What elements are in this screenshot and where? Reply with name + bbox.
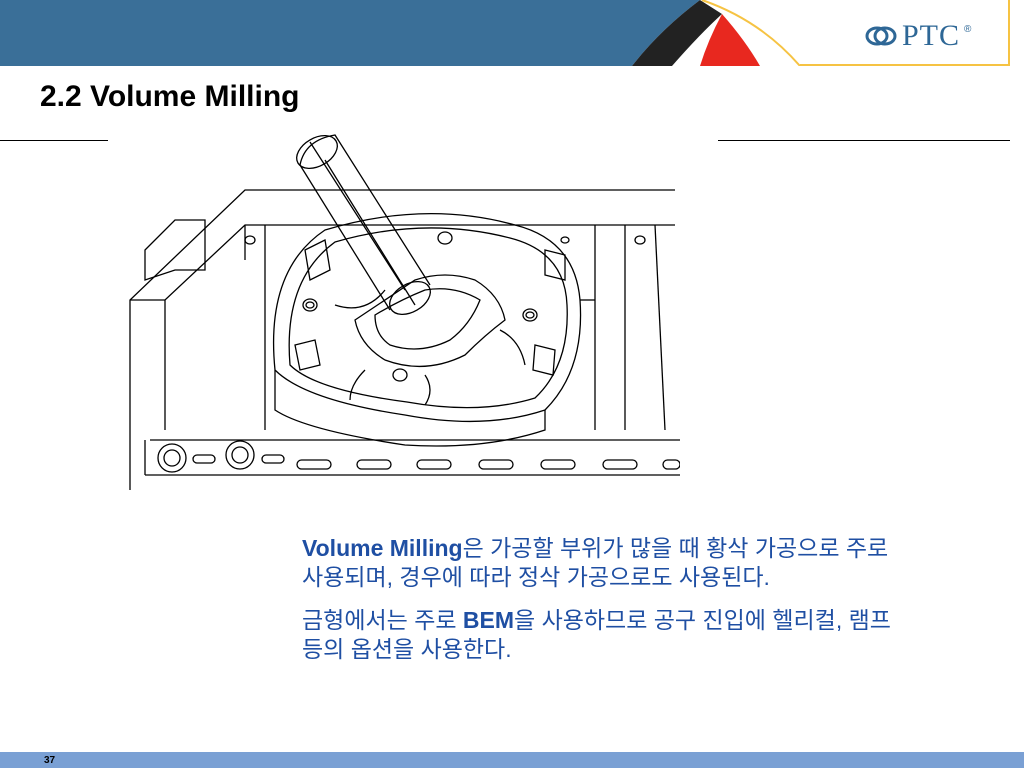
slide-title: 2.2 Volume Milling (40, 80, 300, 113)
volume-milling-drawing-icon (129, 134, 680, 490)
paragraph-2-text-before: 금형에서는 주로 (302, 607, 463, 633)
paragraph-1-text: 은 가공할 부위가 많을 때 황삭 가공으로 주로 사용되며, 경우에 따라 정… (302, 535, 889, 590)
term-volume-milling: Volume Milling (302, 535, 463, 561)
logo-registered-mark: ® (964, 24, 972, 35)
footer-band (0, 752, 1024, 768)
ptc-swirl-icon (865, 26, 897, 46)
paragraph-2-text-after: 을 사용하므로 공구 진입에 헬리컬, 램프 등의 옵션을 사용한다. (302, 607, 891, 662)
paragraph-bem: 금형에서는 주로 BEM을 사용하므로 공구 진입에 헬리컬, 램프 등의 옵션… (302, 606, 902, 664)
ptc-logo: PTC ® (864, 16, 971, 56)
title-rule-left (0, 140, 108, 141)
header-band (0, 0, 1024, 66)
body-text: Volume Milling은 가공할 부위가 많을 때 황삭 가공으로 주로 … (302, 534, 902, 678)
paragraph-volume-milling: Volume Milling은 가공할 부위가 많을 때 황삭 가공으로 주로 … (302, 534, 902, 592)
page-number: 37 (44, 755, 56, 766)
logo-text: PTC (902, 19, 961, 52)
term-bem: BEM (462, 607, 515, 633)
title-rule-right (718, 140, 1010, 141)
